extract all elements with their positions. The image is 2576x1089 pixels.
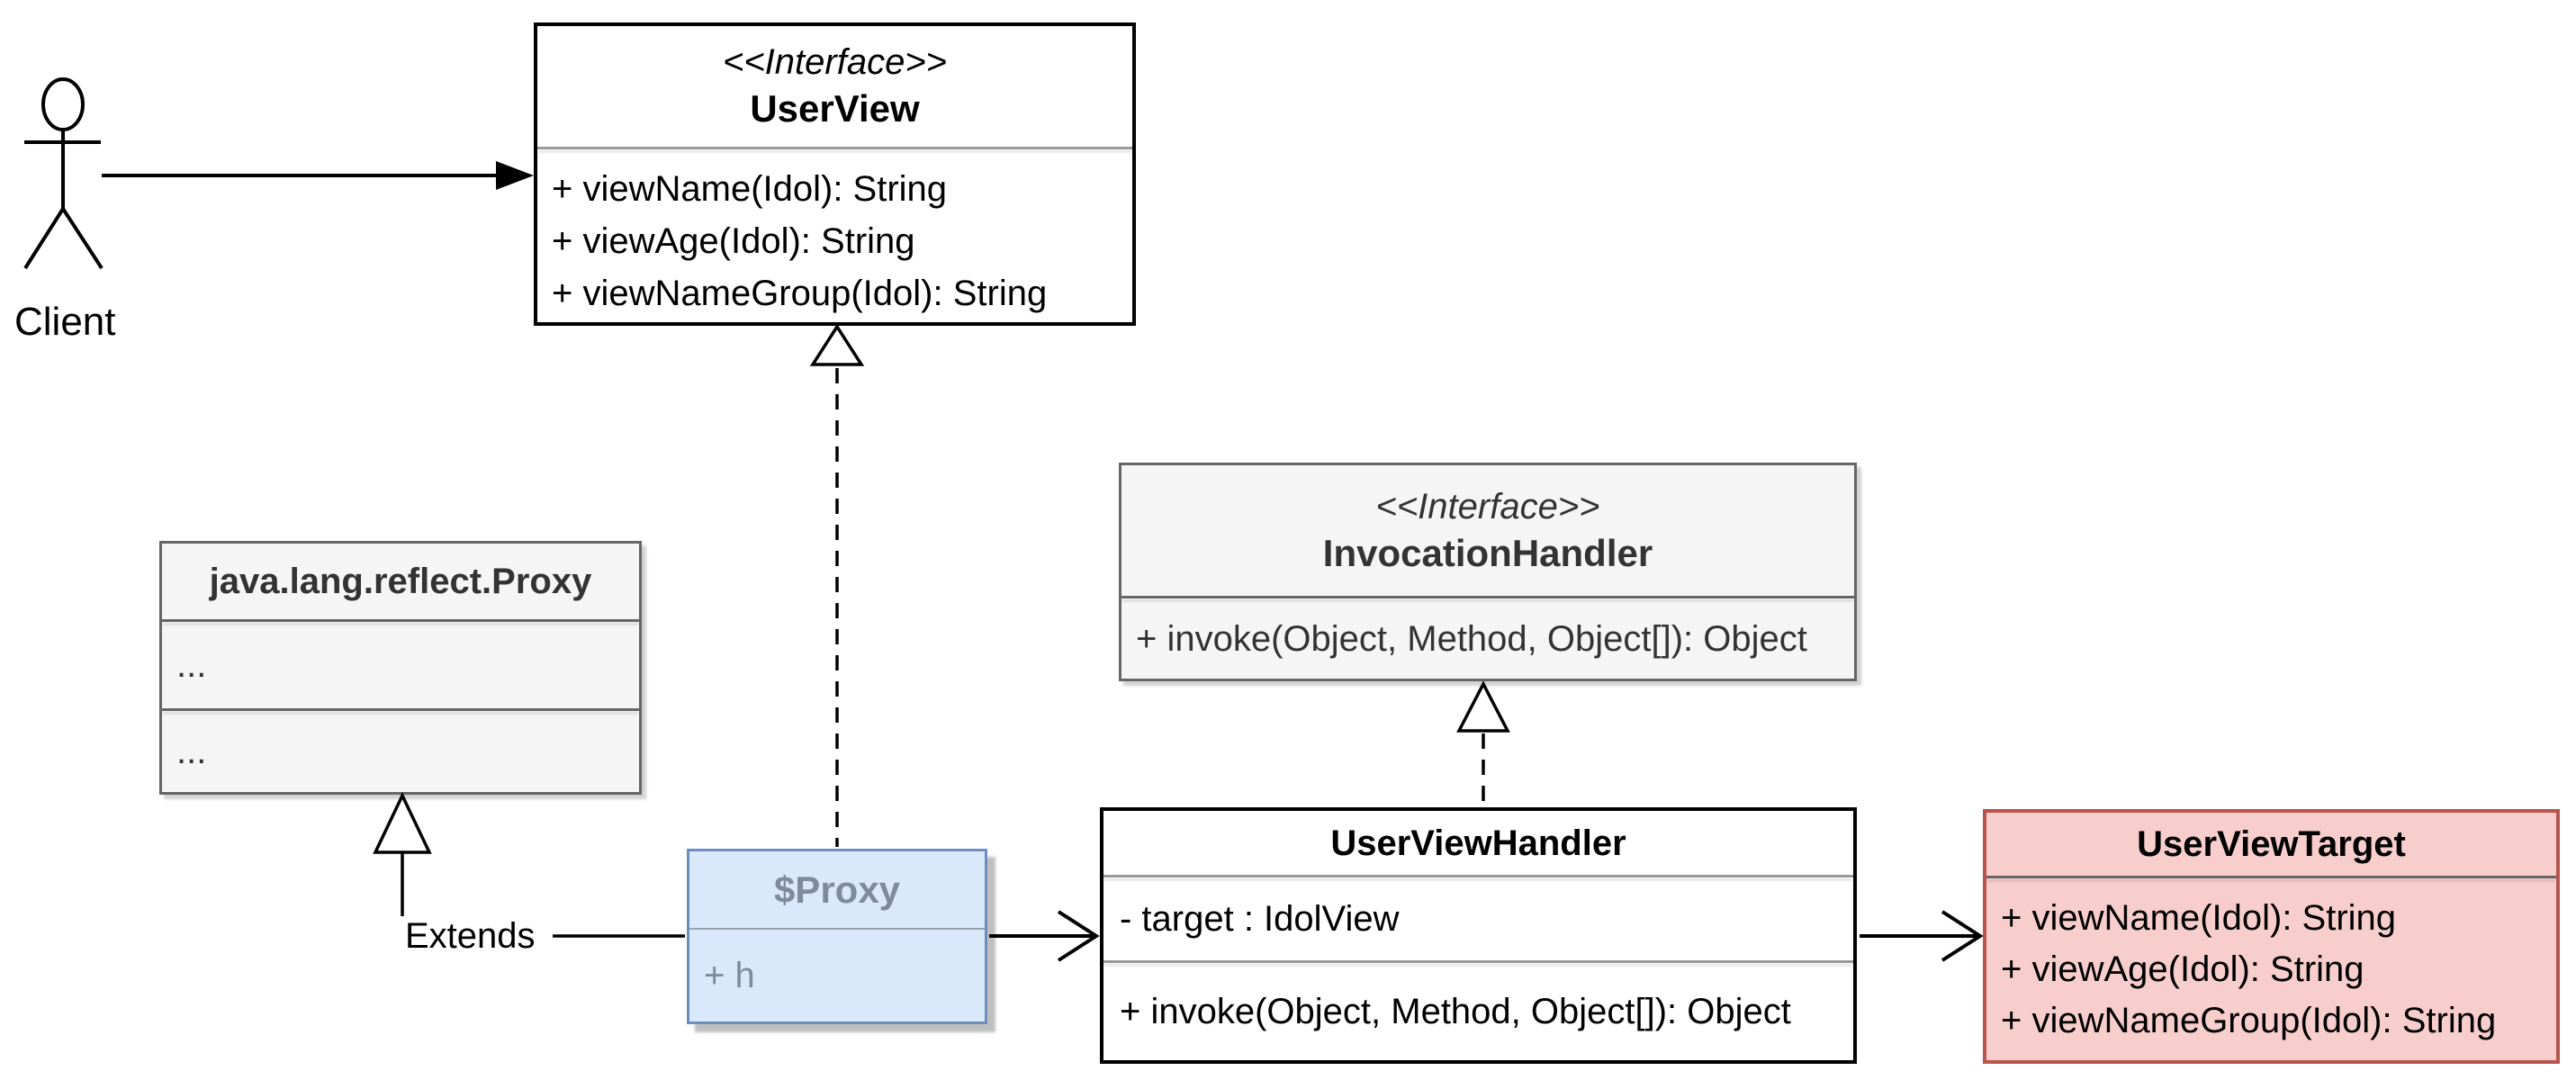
section-divider: [1103, 960, 1853, 963]
actor-leg-left: [23, 207, 65, 270]
actor-leg-right: [61, 207, 104, 270]
class-reflect-proxy-title: java.lang.reflect.Proxy: [162, 544, 639, 619]
actor-label: Client: [14, 300, 116, 344]
class-invocation-handler-methods: + invoke(Object, Method, Object[]): Obje…: [1121, 598, 1854, 679]
method-item: + viewName(Idol): String: [552, 169, 948, 209]
edge-handler-realizes-invocationhandler: [1456, 680, 1510, 806]
attribute-item: + h: [704, 956, 755, 995]
stereotype-label: <<Interface>>: [722, 42, 948, 82]
method-item: + viewNameGroup(Idol): String: [2001, 1001, 2497, 1040]
actor-head: [41, 77, 85, 131]
method-item: + invoke(Object, Method, Object[]): Obje…: [1120, 992, 1791, 1031]
stereotype-label: <<Interface>>: [1375, 486, 1600, 526]
edge-proxy-to-handler: [989, 910, 1100, 962]
section-divider: [537, 147, 1132, 149]
class-user-view-handler: UserViewHandler - target : IdolView + in…: [1100, 807, 1857, 1064]
edge-client-to-userview: [102, 161, 534, 190]
class-name: java.lang.reflect.Proxy: [209, 562, 592, 601]
class-proxy-attributes: + h: [689, 930, 985, 1022]
class-proxy: $Proxy + h: [687, 849, 987, 1024]
class-reflect-proxy-attributes: ...: [162, 622, 639, 708]
class-user-view-target: UserViewTarget + viewName(Idol): String …: [1983, 809, 2560, 1064]
class-name: UserView: [750, 87, 920, 130]
class-user-view-target-methods: + viewName(Idol): String + viewAge(Idol)…: [1986, 878, 2556, 1060]
section-divider: [1121, 596, 1854, 598]
class-user-view-title: <<Interface>> UserView: [537, 26, 1132, 147]
class-invocation-handler: <<Interface>> InvocationHandler + invoke…: [1119, 463, 1857, 681]
section-divider: [162, 708, 639, 711]
class-user-view-handler-methods: + invoke(Object, Method, Object[]): Obje…: [1103, 963, 1853, 1060]
class-user-view-methods: + viewName(Idol): String + viewAge(Idol)…: [537, 149, 1132, 322]
edge-handler-to-target: [1860, 910, 1984, 962]
class-user-view: <<Interface>> UserView + viewName(Idol):…: [534, 22, 1136, 326]
method-item: + viewNameGroup(Idol): String: [552, 274, 1048, 313]
section-divider: [689, 928, 985, 930]
method-item: + invoke(Object, Method, Object[]): Obje…: [1136, 618, 1807, 659]
class-user-view-target-title: UserViewTarget: [1986, 813, 2556, 876]
attribute-item: - target : IdolView: [1120, 899, 1400, 939]
method-item: ...: [176, 732, 207, 771]
class-user-view-handler-title: UserViewHandler: [1103, 811, 1853, 875]
class-proxy-title: $Proxy: [689, 851, 985, 928]
class-reflect-proxy-methods: ...: [162, 711, 639, 792]
class-name: UserViewHandler: [1330, 823, 1626, 863]
method-item: + viewName(Idol): String: [2001, 898, 2397, 938]
section-divider: [162, 619, 639, 622]
attribute-item: ...: [176, 645, 207, 685]
class-user-view-handler-attributes: - target : IdolView: [1103, 878, 1853, 960]
method-item: + viewAge(Idol): String: [552, 221, 915, 261]
edge-proxy-realizes-userview: [809, 323, 865, 847]
class-invocation-handler-title: <<Interface>> InvocationHandler: [1121, 465, 1854, 596]
class-name: UserViewTarget: [2137, 824, 2406, 864]
section-divider: [1103, 875, 1853, 878]
section-divider: [1986, 876, 2556, 878]
class-name: $Proxy: [773, 868, 901, 911]
method-item: + viewAge(Idol): String: [2001, 950, 2364, 989]
class-reflect-proxy: java.lang.reflect.Proxy ... ...: [159, 541, 642, 795]
extends-edge-label: Extends: [405, 914, 536, 958]
class-name: InvocationHandler: [1322, 531, 1653, 574]
